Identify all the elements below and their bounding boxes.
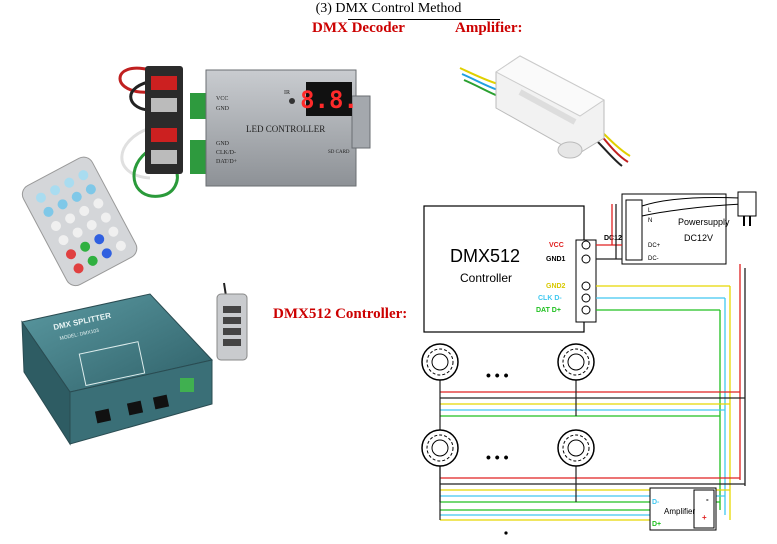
decoder-gnd-text: GND — [216, 106, 230, 112]
wiring-amp-dminus: D- — [652, 499, 660, 506]
psu-plus: DC+ — [648, 243, 661, 249]
title-underline — [348, 19, 500, 20]
rf-remote-icon — [216, 282, 248, 361]
ellipsis-row2: • • • — [486, 449, 509, 465]
controller-title: DMX512 — [450, 246, 520, 266]
psu-sub: DC12V — [684, 233, 713, 243]
amplifier-label: Amplifier: — [455, 20, 523, 36]
led-light-icon — [557, 343, 595, 381]
wiring-amp-minus: - — [706, 495, 709, 504]
decoder-name-text: LED CONTROLLER — [246, 124, 325, 134]
psu-n: N — [648, 218, 652, 224]
decoder-sd-text: SD CARD — [328, 150, 350, 155]
psu-title: Powersupply — [678, 217, 730, 227]
wiring-amp-plus: + — [702, 513, 707, 522]
amplifier-device — [459, 55, 631, 167]
led-light-icon — [557, 429, 595, 467]
wiring-diagram: DMX512 Controller VCC GND1 GND2 CLK D- D… — [421, 191, 757, 535]
led-light-icon — [421, 343, 459, 381]
decoder-dat-text: DAT/D+ — [216, 159, 238, 165]
page-title: (3) DMX Control Method — [315, 1, 462, 16]
wiring-amp-title: Amplifier — [664, 507, 695, 516]
ellipsis-row1: • • • — [486, 367, 509, 383]
decoder-clk-text: CLK/D- — [216, 150, 236, 156]
decoder-display: 8.8. — [300, 86, 358, 114]
controller-gnd2: GND2 — [546, 283, 566, 290]
psu-minus: DC- — [648, 256, 659, 262]
controller-gnd1: GND1 — [546, 256, 566, 263]
remote-control-icon — [21, 156, 138, 287]
decoder-ir-text: IR — [284, 90, 290, 96]
decoder-label: DMX Decoder — [312, 20, 405, 36]
controller-dat: DAT D+ — [536, 307, 561, 314]
led-light-icon — [421, 429, 459, 467]
controller-box — [423, 205, 585, 333]
wiring-amp-dplus: D+ — [652, 521, 661, 528]
controller-subtitle: Controller — [460, 271, 512, 285]
power-plug-icon — [641, 191, 757, 226]
controller-vcc: VCC — [549, 242, 564, 249]
psu-l: L — [648, 208, 652, 214]
controller-label: DMX512 Controller: — [273, 306, 408, 322]
controller-clk: CLK D- — [538, 295, 562, 302]
decoder-gnd2-text: GND — [216, 141, 230, 147]
splitter-device: DMX SPLITTER MODEL: DMX103 — [21, 293, 213, 446]
decoder-vcc-text: VCC — [216, 96, 228, 102]
decoder-device: 8.8. VCC GND IR LED CONTROLLER GND CLK/D… — [118, 66, 371, 198]
